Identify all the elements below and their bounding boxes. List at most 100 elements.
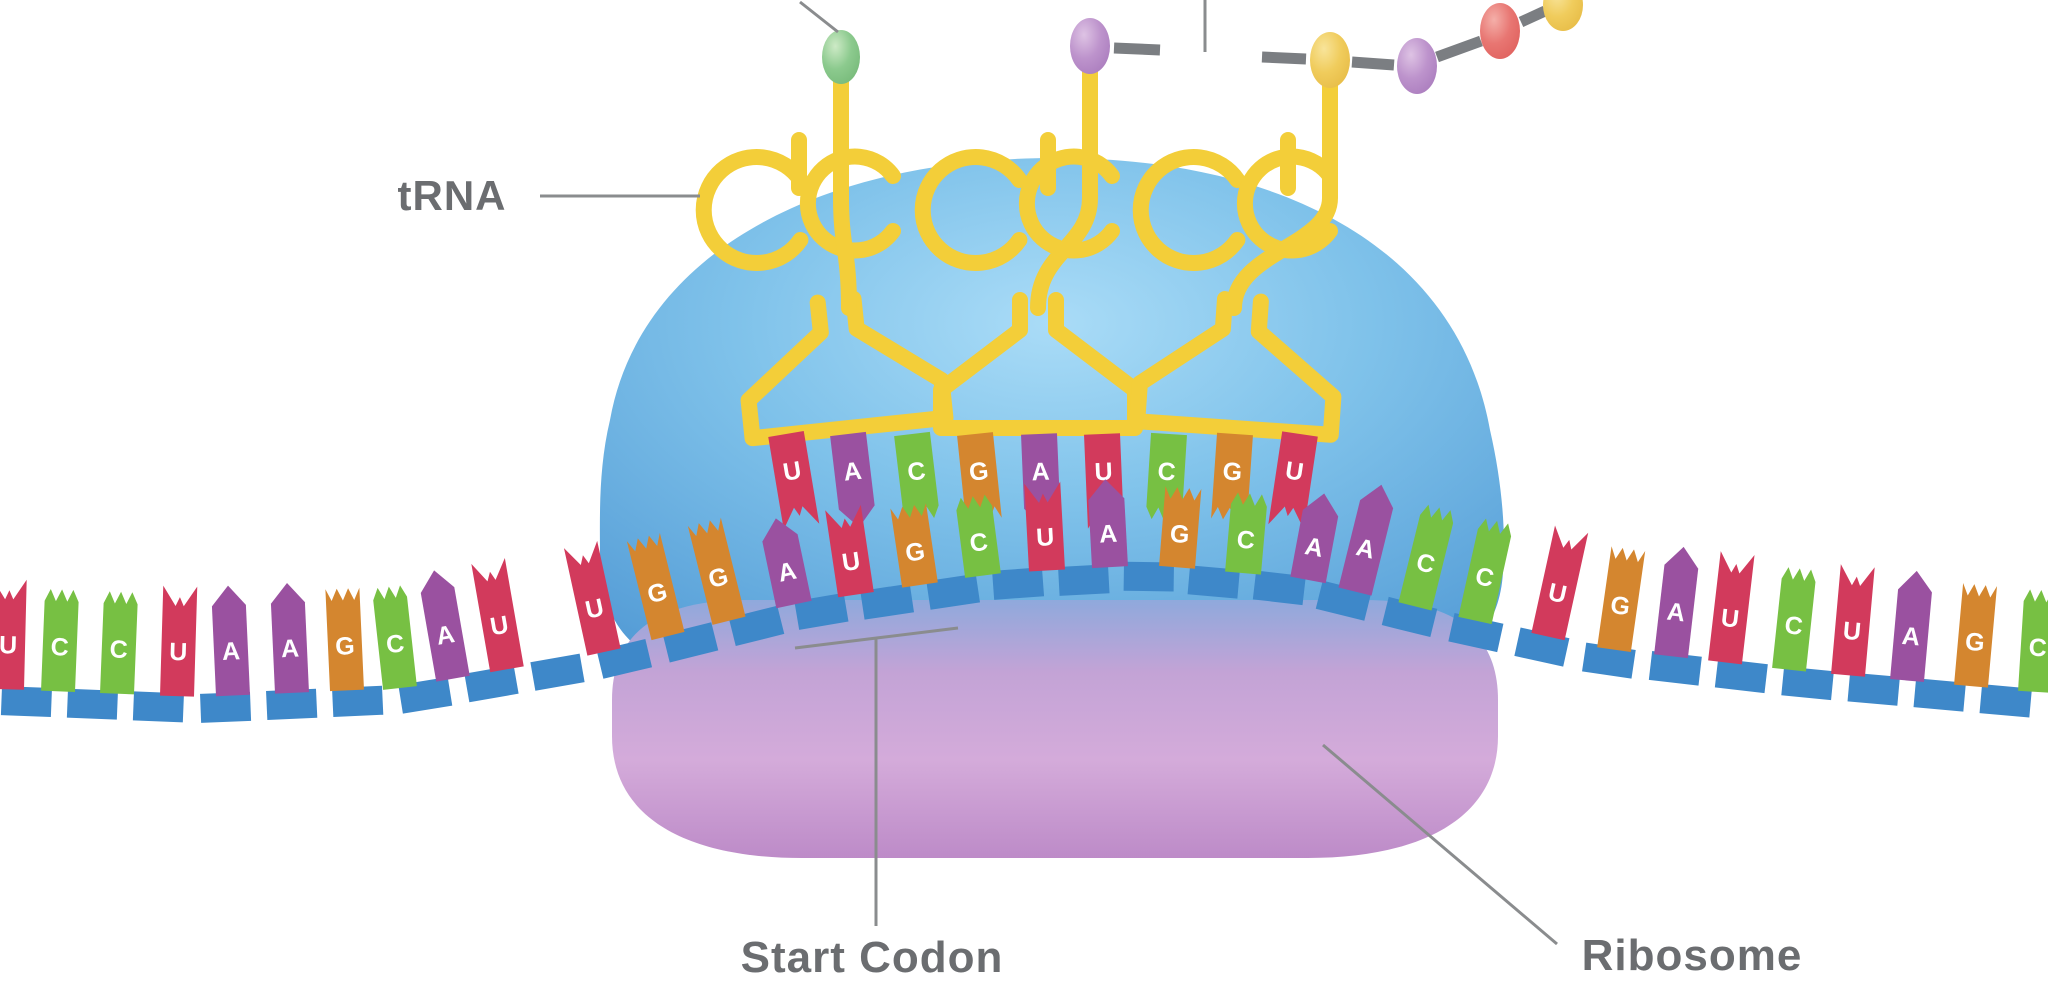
base-letter: C	[1783, 611, 1804, 641]
base-shape-A	[211, 585, 250, 697]
ribosome-small-subunit	[612, 600, 1498, 858]
amino-acid-green	[822, 30, 860, 84]
mrna-base: G	[626, 532, 685, 641]
mrna-dash	[1913, 678, 1966, 712]
mrna-base: A	[1338, 484, 1394, 596]
base-letter: U	[1283, 456, 1305, 486]
base-shape-U	[563, 540, 621, 656]
base-shape-C	[1225, 492, 1267, 575]
trna-molecule	[1129, 74, 1342, 443]
mrna-base: U	[471, 557, 524, 673]
base-letter: C	[1157, 457, 1177, 486]
mrna-base: C	[41, 588, 79, 693]
mrna-base: U	[563, 540, 621, 656]
mrna-dash	[1714, 658, 1768, 694]
base-letter: G	[1169, 520, 1191, 549]
trna-right-loop	[1236, 148, 1338, 259]
base-shape-C	[1458, 518, 1512, 625]
base-shape-C	[894, 431, 939, 521]
mrna-base: U	[1831, 564, 1875, 677]
base-shape-G	[1159, 486, 1202, 569]
base-letter: G	[1964, 628, 1986, 658]
mrna-base: C	[100, 591, 138, 695]
base-letter: A	[775, 557, 798, 588]
anticodon-base: C	[894, 431, 939, 521]
base-letter: U	[1546, 578, 1570, 609]
mrna-base: C	[1772, 567, 1816, 672]
base-shape-C	[41, 588, 79, 693]
mrna-base: C	[2018, 589, 2048, 693]
amino-acid-red	[1480, 3, 1520, 59]
base-letter: U	[1842, 617, 1862, 646]
base-shape-G	[1954, 583, 1997, 688]
anticodon-base: U	[768, 431, 820, 530]
base-shape-C	[100, 591, 138, 695]
mrna-dash	[1582, 642, 1636, 679]
base-letter: G	[903, 537, 926, 568]
mrna-base: C	[1225, 492, 1267, 575]
mrna-dash	[1252, 570, 1306, 606]
mrna-dash	[992, 567, 1045, 600]
base-letter: C	[109, 635, 128, 664]
base-shape-A	[1088, 479, 1128, 569]
base-shape-U	[1531, 525, 1589, 641]
base-shape-G	[1211, 432, 1253, 522]
base-letter: C	[385, 629, 406, 659]
trna-stem	[833, 70, 857, 316]
base-letter: U	[0, 631, 17, 659]
mrna-base: A	[1890, 570, 1932, 683]
base-letter: A	[1031, 458, 1050, 487]
base-shape-C	[1772, 567, 1816, 672]
base-shape-G	[626, 532, 685, 641]
mrna-base: C	[1398, 504, 1454, 611]
mrna-dash	[794, 592, 849, 630]
base-shape-U	[1268, 431, 1318, 530]
base-letter: U	[1719, 604, 1740, 634]
mrna-base: G	[1597, 546, 1646, 653]
base-letter: U	[840, 547, 862, 577]
base-shape-G	[687, 517, 746, 625]
polypeptide-chain	[822, 0, 1583, 94]
mrna-base: A	[762, 518, 812, 609]
base-shape-C	[373, 585, 417, 690]
anticodon-base: U	[1268, 431, 1318, 530]
mrna-base: A	[420, 570, 470, 682]
base-letter: U	[488, 611, 511, 642]
base-shape-G	[1597, 546, 1646, 653]
amino-acid-yellow	[1310, 32, 1350, 88]
ribosome-pointer-line	[1322, 743, 1558, 946]
mrna-dash	[332, 685, 384, 718]
mrna-base: A	[211, 585, 250, 697]
base-letter: G	[1609, 591, 1632, 621]
base-letter: A	[280, 635, 299, 664]
trna-left-loop	[914, 149, 1028, 271]
mrna-base: U	[1708, 551, 1755, 665]
polypeptide-link	[1113, 42, 1161, 56]
mrna-dash	[1058, 564, 1110, 596]
label-start-codon: Start Codon	[740, 933, 1004, 982]
base-letter: A	[842, 457, 863, 487]
base-letter: C	[2028, 633, 2048, 662]
ribosome-large-subunit	[599, 158, 1504, 674]
polypeptide-link	[1351, 56, 1395, 71]
mrna-base: G	[890, 503, 938, 588]
base-letter: A	[434, 620, 457, 651]
trna-molecule	[695, 70, 954, 447]
base-shape-A	[762, 518, 812, 609]
base-letter: G	[1222, 457, 1243, 486]
mrna-dash	[66, 688, 118, 720]
pointer-lines	[540, 0, 1558, 946]
base-letter: A	[1901, 622, 1921, 651]
mrna-base: G	[325, 587, 364, 692]
base-shape-A	[270, 582, 309, 694]
base-shape-G	[957, 432, 1002, 522]
mrna-base: C	[956, 494, 1001, 578]
amino-acid-purple	[1397, 38, 1437, 94]
base-letter: G	[335, 632, 356, 661]
mrna-base: U	[0, 578, 27, 690]
base-letter: A	[221, 637, 240, 666]
base-letter: C	[1473, 562, 1497, 593]
trna-molecules	[695, 60, 1342, 447]
